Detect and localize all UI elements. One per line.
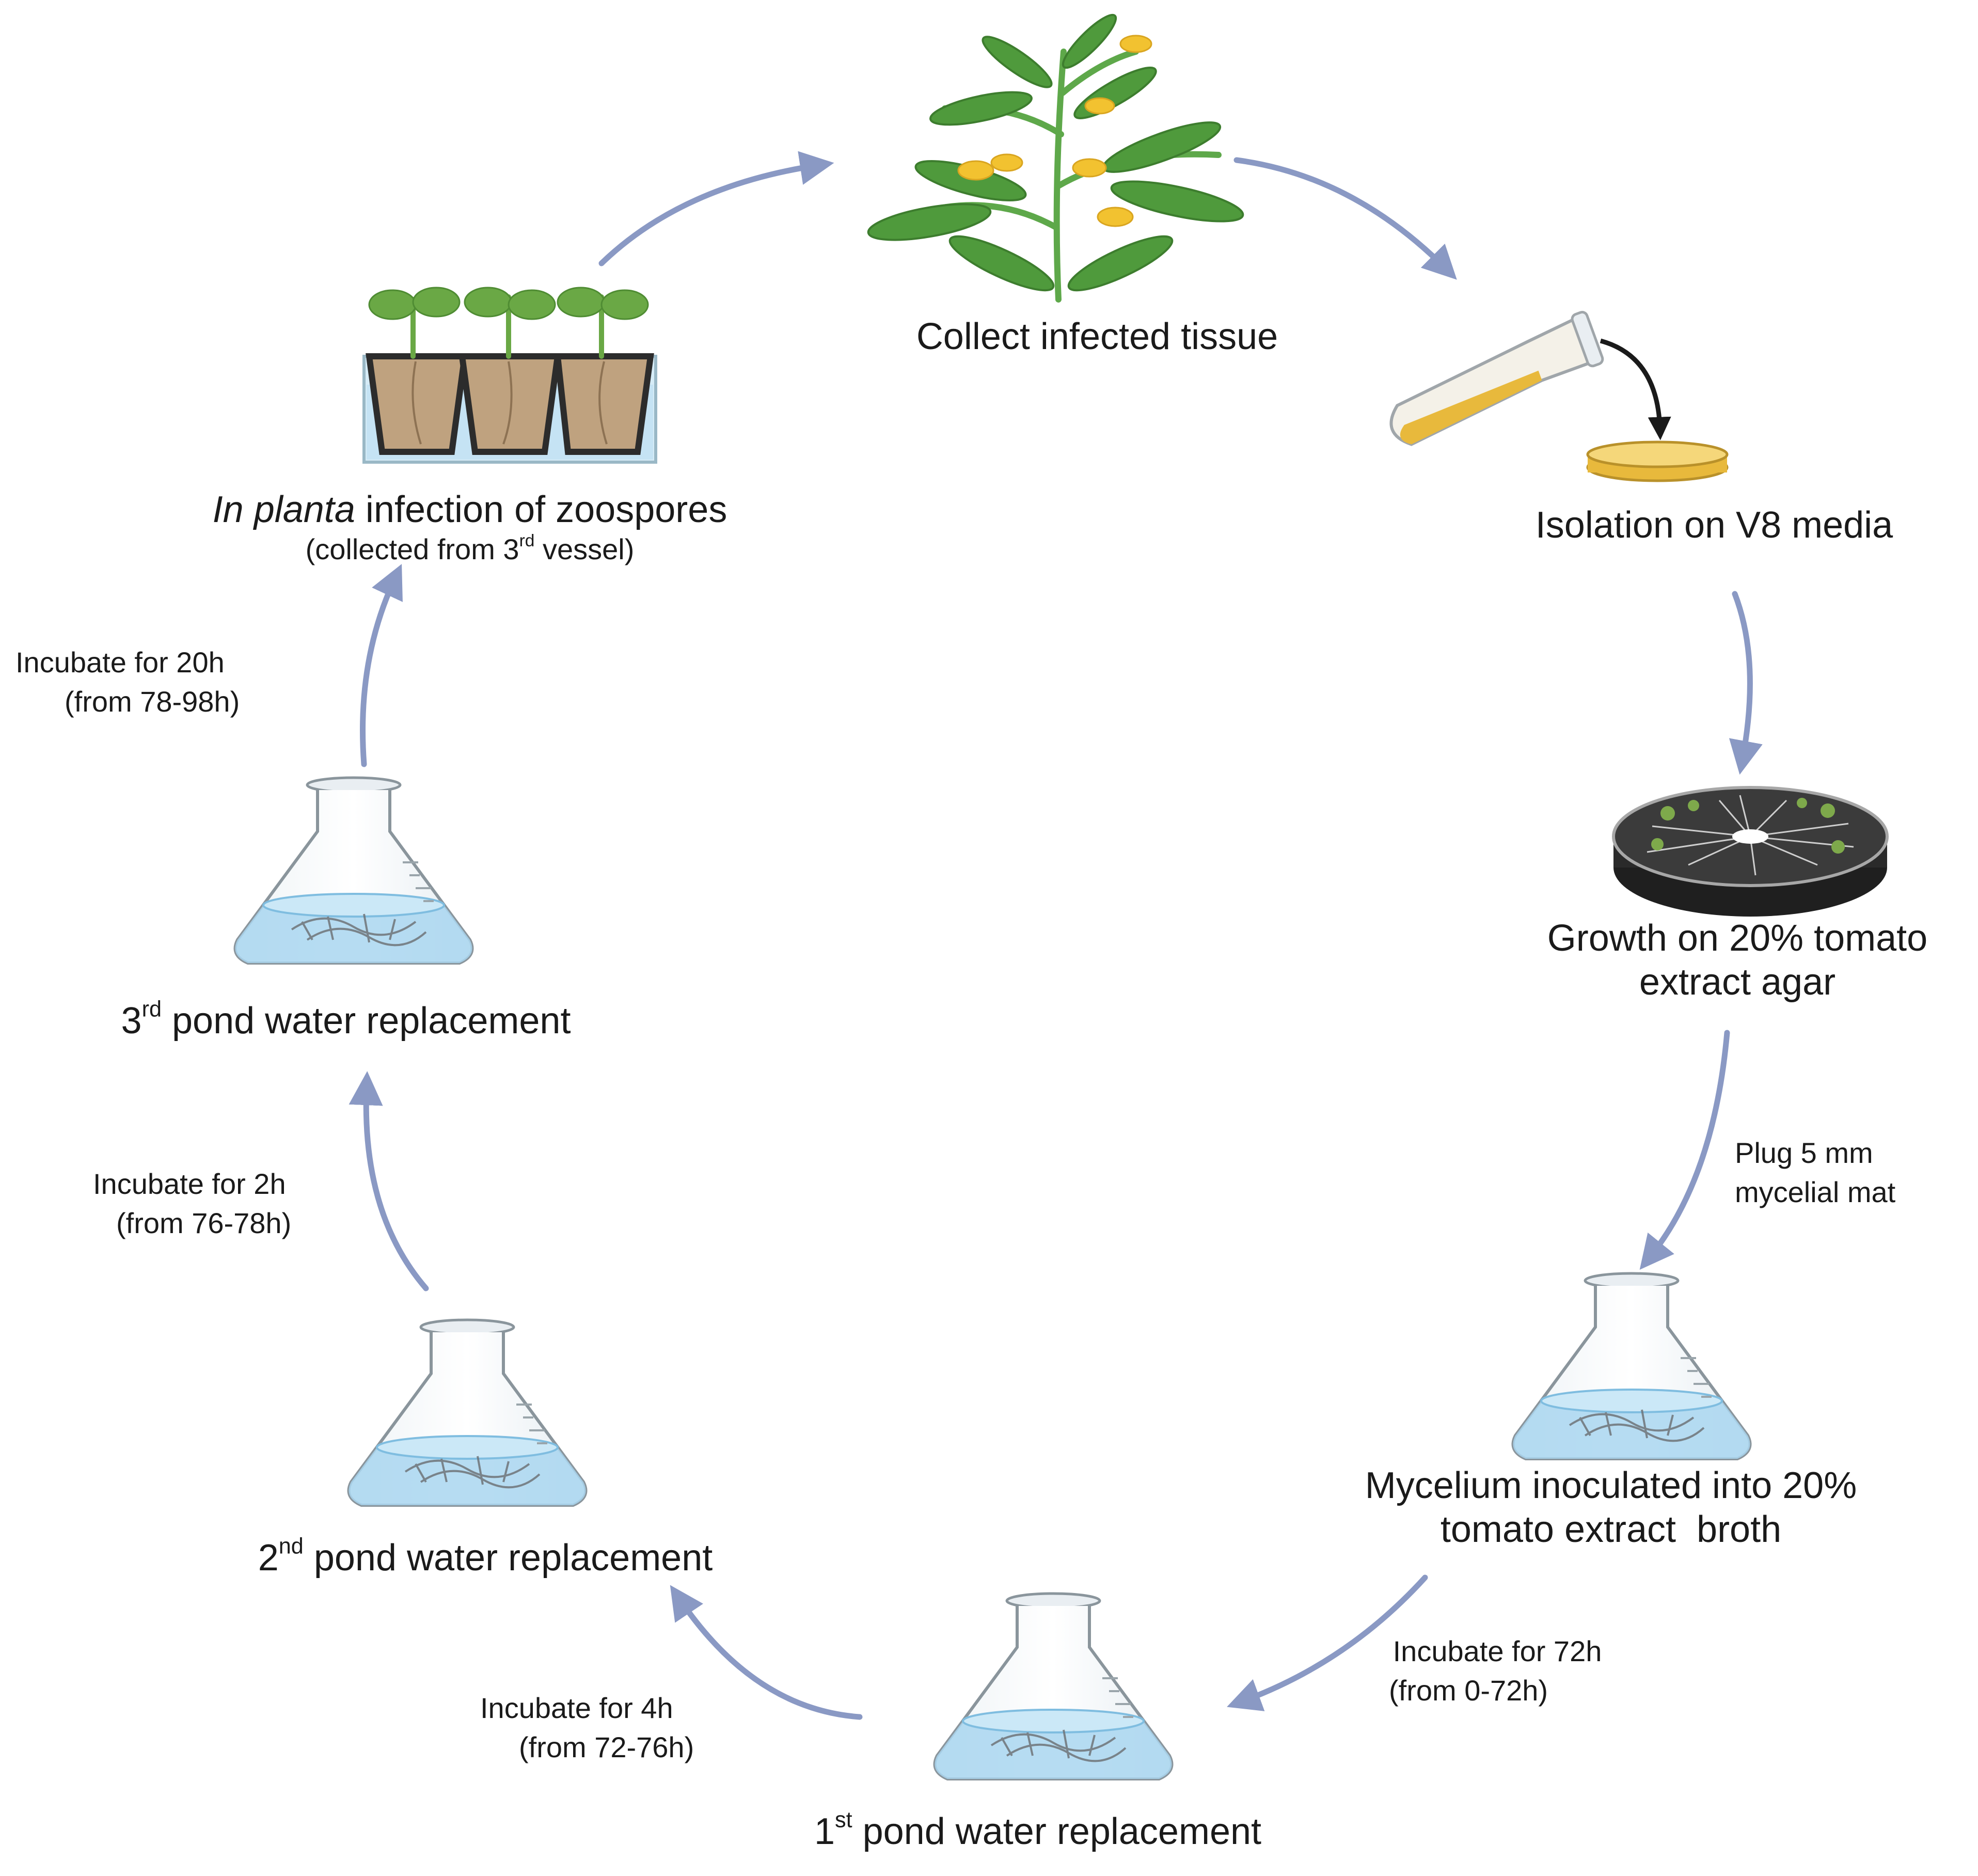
first-replacement-sup: st bbox=[834, 1807, 852, 1833]
mycelium-label-line1: Mycelium inoculated into 20% bbox=[1365, 1465, 1857, 1506]
third-replacement-label: 3rd pond water replacement bbox=[72, 997, 620, 1043]
tomato-agar-plate-illustration bbox=[1612, 786, 1889, 917]
flask-second-replacement bbox=[349, 1320, 586, 1505]
v8-media-pouring-illustration bbox=[1389, 311, 1729, 482]
incubate-20h-label: Incubate for 20h (from 78-98h) bbox=[15, 643, 305, 721]
seedling-pots-illustration bbox=[362, 287, 657, 464]
inplanta-rest: infection of zoospores bbox=[355, 489, 727, 530]
second-replacement-sup: nd bbox=[278, 1534, 304, 1559]
incubate-72h-label: Incubate for 72h (from 0-72h) bbox=[1353, 1632, 1642, 1710]
third-replacement-sup: rd bbox=[141, 997, 162, 1022]
third-replacement-num: 3 bbox=[121, 1000, 142, 1042]
inplanta-sub-pre: (collected from 3 bbox=[305, 532, 519, 565]
arrow-mycelium-to-first bbox=[1227, 1574, 1428, 1711]
incubate-20h-line1: Incubate for 20h bbox=[15, 646, 225, 679]
first-replacement-label: 1st pond water replacement bbox=[764, 1807, 1311, 1854]
incubate-2h-line1: Incubate for 2h bbox=[93, 1168, 286, 1200]
third-replacement-text: pond water replacement bbox=[161, 1000, 571, 1042]
first-replacement-num: 1 bbox=[814, 1811, 835, 1852]
arrow-growth-to-mycelium bbox=[1639, 1030, 1730, 1270]
mycelium-label: Mycelium inoculated into 20% tomato extr… bbox=[1291, 1464, 1931, 1552]
pour-arrow bbox=[1600, 338, 1671, 440]
plug-label: Plug 5 mm mycelial mat bbox=[1735, 1133, 1895, 1211]
inplanta-sub-post: vessel) bbox=[534, 532, 635, 565]
incubate-20h-line2: (from 78-98h) bbox=[65, 685, 240, 718]
flask-mycelium-broth bbox=[1513, 1273, 1750, 1459]
incubate-4h-label: Incubate for 4h (from 72-76h) bbox=[480, 1689, 749, 1767]
cycle-arrows bbox=[349, 151, 1763, 1720]
flask-third-replacement bbox=[235, 778, 472, 963]
incubate-2h-line2: (from 76-78h) bbox=[116, 1206, 292, 1239]
inplanta-title: In planta infection of zoospores bbox=[129, 488, 811, 532]
second-replacement-text: pond water replacement bbox=[303, 1537, 713, 1579]
inplanta-italic: In planta bbox=[212, 489, 355, 530]
arrow-third-to-inplanta bbox=[360, 564, 403, 767]
incubate-4h-line2: (from 72-76h) bbox=[519, 1730, 694, 1763]
growth-label: Growth on 20% tomato extract agar bbox=[1497, 917, 1977, 1004]
collect-label: Collect infected tissue bbox=[916, 316, 1278, 357]
flask-first-replacement bbox=[935, 1594, 1172, 1779]
incubate-72h-line1: Incubate for 72h bbox=[1392, 1635, 1602, 1667]
incubate-4h-line1: Incubate for 4h bbox=[480, 1692, 673, 1724]
arrow-isolation-to-growth bbox=[1729, 591, 1763, 775]
plug-label-line1: Plug 5 mm bbox=[1735, 1137, 1873, 1169]
inplanta-sub-sup: rd bbox=[519, 531, 535, 550]
isolation-label: Isolation on V8 media bbox=[1535, 505, 1893, 546]
first-replacement-text: pond water replacement bbox=[852, 1811, 1262, 1852]
growth-label-line2: extract agar bbox=[1639, 961, 1836, 1003]
incubate-2h-label: Incubate for 2h (from 76-78h) bbox=[93, 1164, 351, 1242]
arrow-inplanta-to-collect bbox=[598, 151, 834, 266]
second-replacement-label: 2nd pond water replacement bbox=[212, 1534, 759, 1580]
growth-label-line1: Growth on 20% tomato bbox=[1547, 918, 1928, 959]
arrow-second-to-third bbox=[349, 1071, 429, 1291]
plug-label-line2: mycelial mat bbox=[1735, 1175, 1896, 1208]
arrow-first-to-second bbox=[670, 1585, 863, 1720]
second-replacement-num: 2 bbox=[258, 1537, 279, 1579]
infected-plant-illustration bbox=[867, 13, 1244, 303]
arrow-collect-to-isolation bbox=[1233, 157, 1457, 280]
inplanta-subtitle: (collected from 3rd vessel) bbox=[129, 532, 811, 566]
inplanta-label: In planta infection of zoospores (collec… bbox=[129, 488, 811, 566]
incubate-72h-line2: (from 0-72h) bbox=[1389, 1674, 1548, 1707]
mycelium-label-line2: tomato extract broth bbox=[1440, 1508, 1782, 1550]
